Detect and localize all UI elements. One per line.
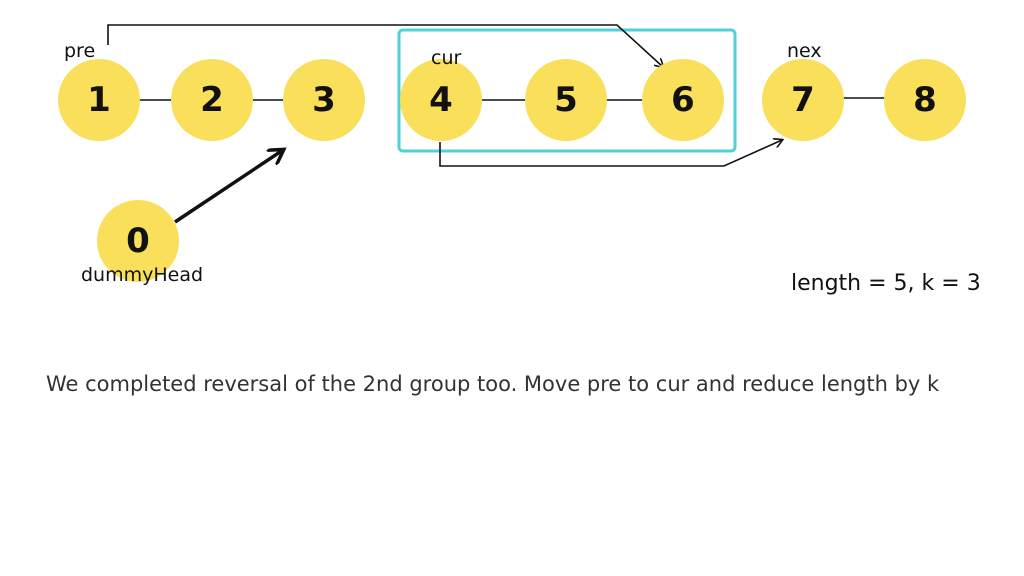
arrow-0-to-3 <box>174 150 283 224</box>
node-7: 7 <box>762 59 844 141</box>
node-1: 1 <box>58 59 140 141</box>
node-3: 3 <box>283 59 365 141</box>
node-2: 2 <box>171 59 253 141</box>
pointer-label-dummyhead: dummyHead <box>81 264 204 286</box>
arrow-1-to-6 <box>107 24 663 67</box>
node-5: 5 <box>525 59 607 141</box>
group-highlight-box <box>397 28 737 153</box>
node-8: 8 <box>884 59 966 141</box>
node-0-dummy: 0 <box>97 200 179 282</box>
arrow-4-to-7 <box>439 140 782 167</box>
pointer-label-cur: cur <box>431 47 462 69</box>
pointer-label-nex: nex <box>787 40 822 62</box>
node-6: 6 <box>642 59 724 141</box>
pointer-label-pre: pre <box>64 40 96 62</box>
node-4: 4 <box>400 59 482 141</box>
length-k-info: length = 5, k = 3 <box>791 271 981 296</box>
step-caption: We completed reversal of the 2nd group t… <box>46 372 940 396</box>
